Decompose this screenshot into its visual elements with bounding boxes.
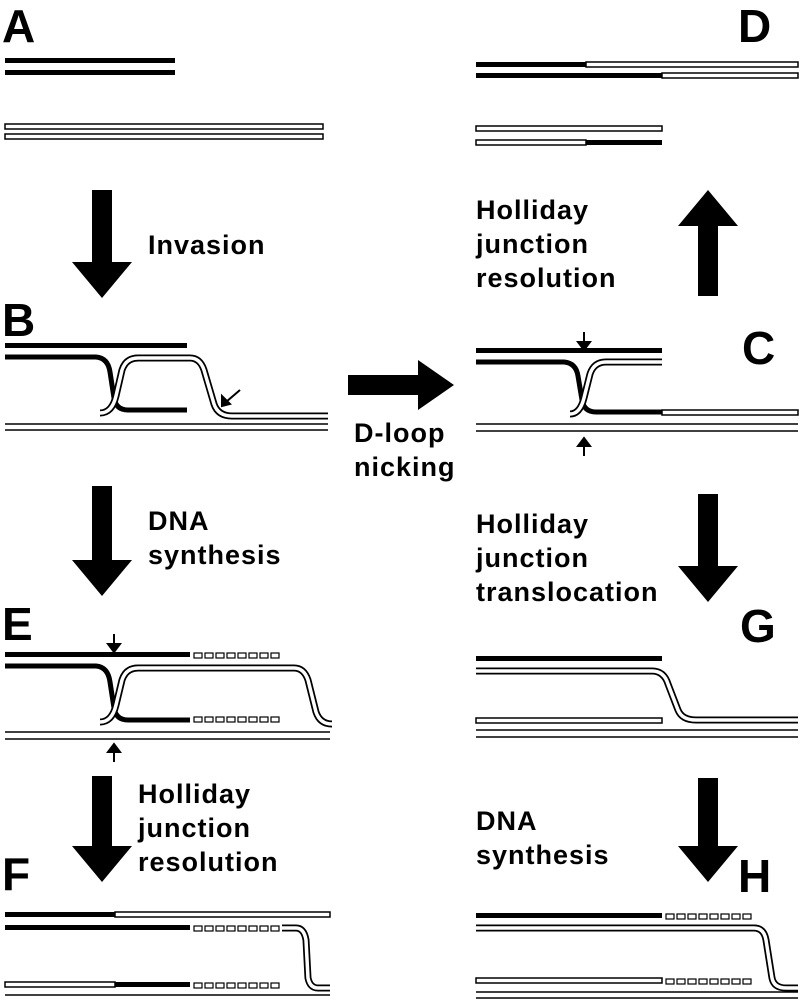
panel-label-e: E	[2, 598, 33, 650]
panel-a-dna	[4, 58, 324, 140]
panel-label-a: A	[2, 0, 35, 52]
panel-label-h: H	[738, 850, 771, 902]
label-dna-synthesis-right: DNA synthesis	[476, 806, 610, 870]
panel-label-b: B	[2, 294, 35, 346]
panel-label-d: D	[738, 0, 771, 52]
label-hj-translocation: Holliday junction translocation	[475, 509, 659, 607]
arrow-b-to-c	[348, 360, 454, 410]
panel-h-dna	[475, 913, 798, 999]
nick-arrows	[106, 332, 592, 762]
panel-label-g: G	[740, 600, 776, 652]
arrow-a-to-b	[72, 190, 132, 298]
arrow-g-to-h	[678, 778, 738, 882]
panel-c-dna	[476, 348, 799, 432]
panel-d-dna	[475, 61, 799, 146]
panel-e-dna	[5, 652, 333, 740]
label-dna-synthesis-left: DNA synthesis	[148, 506, 282, 570]
arrow-c-to-d	[678, 190, 738, 296]
label-hj-resolution-left: Holliday junction resolution	[137, 779, 279, 877]
panel-g-dna	[475, 656, 798, 738]
label-d-loop-nicking: D-loop nicking	[354, 418, 456, 482]
arrow-c-to-g	[678, 494, 738, 602]
panel-b-dna	[5, 343, 328, 431]
process-arrows	[72, 190, 738, 882]
arrow-e-to-f	[72, 776, 132, 882]
label-hj-resolution-right: Holliday junction resolution	[475, 195, 617, 293]
panel-label-f: F	[2, 848, 30, 900]
label-invasion: Invasion	[148, 230, 266, 260]
panel-f-dna	[4, 911, 331, 996]
panel-label-c: C	[742, 322, 775, 374]
arrow-b-to-e	[72, 486, 132, 596]
